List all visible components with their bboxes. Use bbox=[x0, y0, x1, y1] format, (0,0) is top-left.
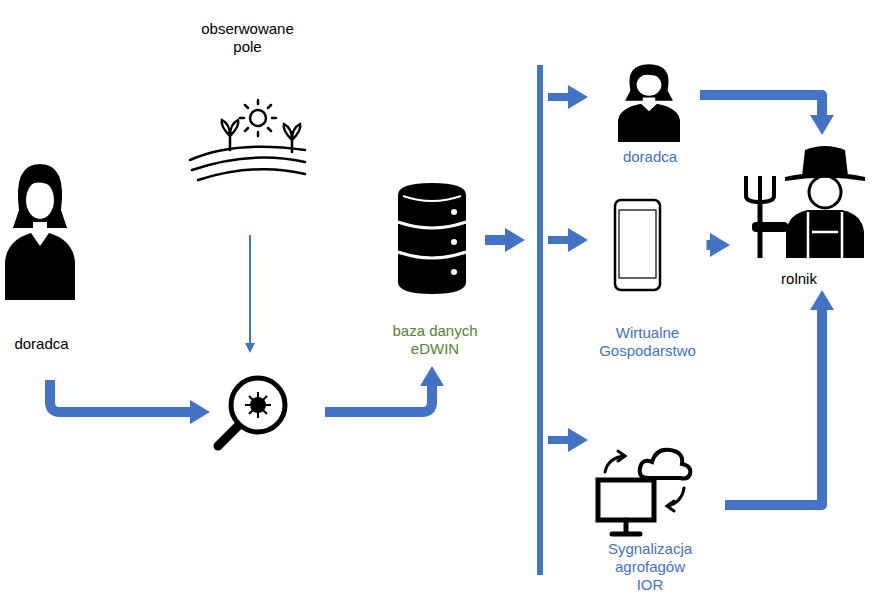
field-icon bbox=[190, 100, 305, 180]
farmer-icon bbox=[746, 146, 865, 258]
flow-arrow bbox=[725, 310, 822, 505]
phone-icon bbox=[615, 200, 660, 290]
flow-arrow bbox=[50, 380, 190, 412]
field-node: obserwowane pole bbox=[180, 18, 315, 185]
app-node: Wirtualne Gospodarstwo bbox=[589, 198, 707, 362]
flow-arrow bbox=[700, 95, 822, 115]
flow-arrow bbox=[548, 93, 568, 101]
farmer-node: rolnik bbox=[730, 135, 868, 290]
flow-arrow bbox=[325, 386, 432, 412]
computer-icon bbox=[598, 450, 690, 534]
node-caption: Wirtualne Gospodarstwo bbox=[592, 324, 704, 360]
node-caption: baza danych eDWIN bbox=[380, 322, 490, 358]
node-caption: doradca bbox=[4, 335, 79, 353]
advisor-node: doradca bbox=[1, 155, 82, 355]
flow-arrow bbox=[548, 236, 568, 244]
advisor-icon bbox=[5, 164, 75, 300]
flow-arrow bbox=[485, 235, 505, 245]
advisor-node: doradca bbox=[600, 60, 700, 168]
database-icon bbox=[398, 183, 466, 294]
node-caption: rolnik bbox=[739, 270, 859, 288]
node-caption: doradca bbox=[605, 148, 695, 166]
node-caption: obserwowane pole bbox=[193, 20, 303, 56]
node-caption: Sygnalizacja agrofagów IOR bbox=[600, 540, 700, 594]
magnifier-icon bbox=[218, 378, 285, 446]
flow-arrow bbox=[548, 436, 568, 444]
flow-line bbox=[249, 235, 251, 343]
flow-arrow bbox=[707, 240, 711, 250]
distribution-bar bbox=[537, 65, 543, 575]
advisor-icon bbox=[618, 64, 680, 142]
service-node: Sygnalizacja agrofagów IOR bbox=[575, 450, 725, 596]
database-node: baza danych eDWIN bbox=[370, 180, 500, 360]
